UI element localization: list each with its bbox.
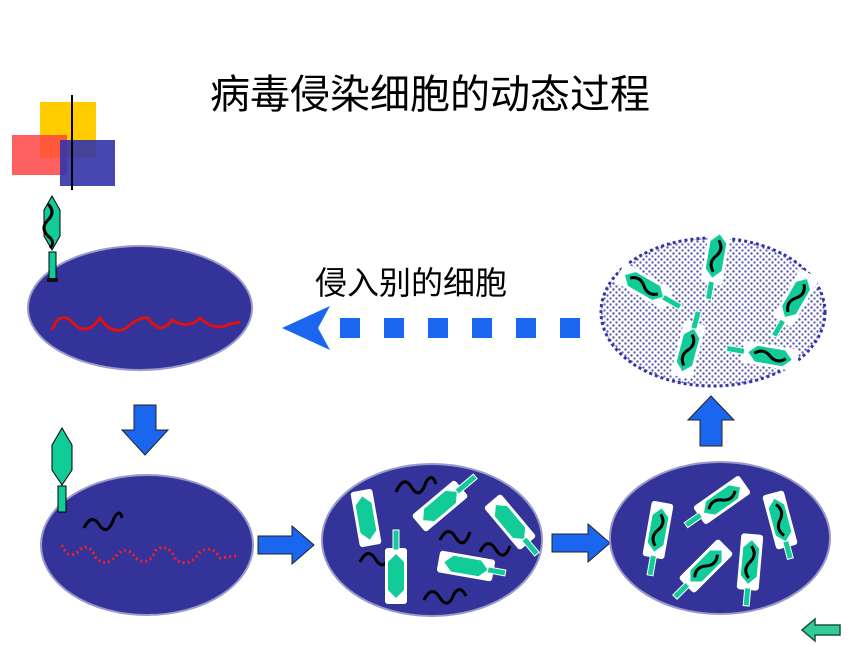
cell-synthesis [321,463,543,617]
arrow-step-3 [551,522,611,564]
deco-blue-square [60,140,115,186]
cell-assembly [609,461,831,615]
viral-dna [82,511,124,532]
released-phages [615,226,819,380]
assembled-phages [642,476,798,607]
host-dna [50,315,241,332]
arrow-step-4 [686,395,736,447]
back-button[interactable] [800,617,842,643]
cell-injection [40,427,254,616]
empty-phage-coat [51,427,73,513]
host-cell [40,474,254,616]
back-arrow-icon[interactable] [800,617,841,643]
new-phage-heads [350,473,540,604]
cell-lysis [599,226,827,388]
title-decoration [12,95,820,190]
reinfect-label: 侵入别的细胞 [315,264,508,302]
host-cell [27,245,253,371]
reinfect-arrow-head [282,306,330,350]
attached-phage [42,194,61,282]
arrow-step-1 [120,404,170,456]
host-cell [321,463,543,617]
page-title: 病毒侵染细胞的动态过程 [210,72,650,118]
host-cell [609,461,831,615]
reinfect-arrow [282,306,580,350]
cell-attachment [27,194,253,371]
arrow-step-2 [257,524,315,566]
